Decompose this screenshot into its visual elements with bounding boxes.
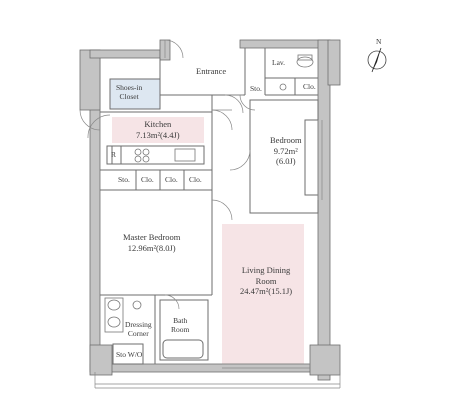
compass-icon	[367, 47, 387, 73]
windows	[222, 120, 323, 369]
closet-top-label: Clo.	[303, 82, 316, 91]
storage-top-label: Sto.	[250, 84, 262, 93]
shoes-closet-label: Shoes-in Closet	[116, 83, 143, 102]
door-swings	[79, 39, 256, 310]
refrigerator-label: R	[111, 150, 117, 159]
living-dining-label: Living Dining Room 24.47m²(15.1J)	[240, 265, 293, 297]
living-dining-fill	[222, 224, 304, 364]
exterior-walls	[79, 39, 341, 381]
balcony	[94, 372, 341, 389]
bedroom-label: Bedroom 9.72m² (6.0J)	[270, 135, 302, 167]
dressing-fixtures	[104, 297, 142, 333]
sto-wo-label: Sto W/O	[116, 350, 143, 359]
bath-room-label: Bath Room	[171, 316, 190, 335]
clo-row-label-2: Clo.	[165, 175, 178, 184]
stove	[134, 148, 196, 163]
dressing-corner-label: Dressing Corner	[125, 320, 152, 339]
lav-fixtures	[279, 54, 314, 91]
compass-north-label: N	[376, 37, 382, 46]
entrance-label: Entrance	[196, 66, 227, 76]
kitchen-fill	[112, 117, 204, 143]
shoes-closet-fill	[110, 79, 160, 109]
kitchen-label: Kitchen 7.13m²(4.4J)	[136, 119, 180, 140]
clo-row-label-3: Clo.	[189, 175, 202, 184]
sto-row-label: Sto.	[118, 175, 130, 184]
clo-row-label-1: Clo.	[141, 175, 154, 184]
lavatory-label: Lav.	[272, 58, 286, 67]
master-bedroom-label: Master Bedroom 12.96m²(8.0J)	[123, 232, 181, 253]
